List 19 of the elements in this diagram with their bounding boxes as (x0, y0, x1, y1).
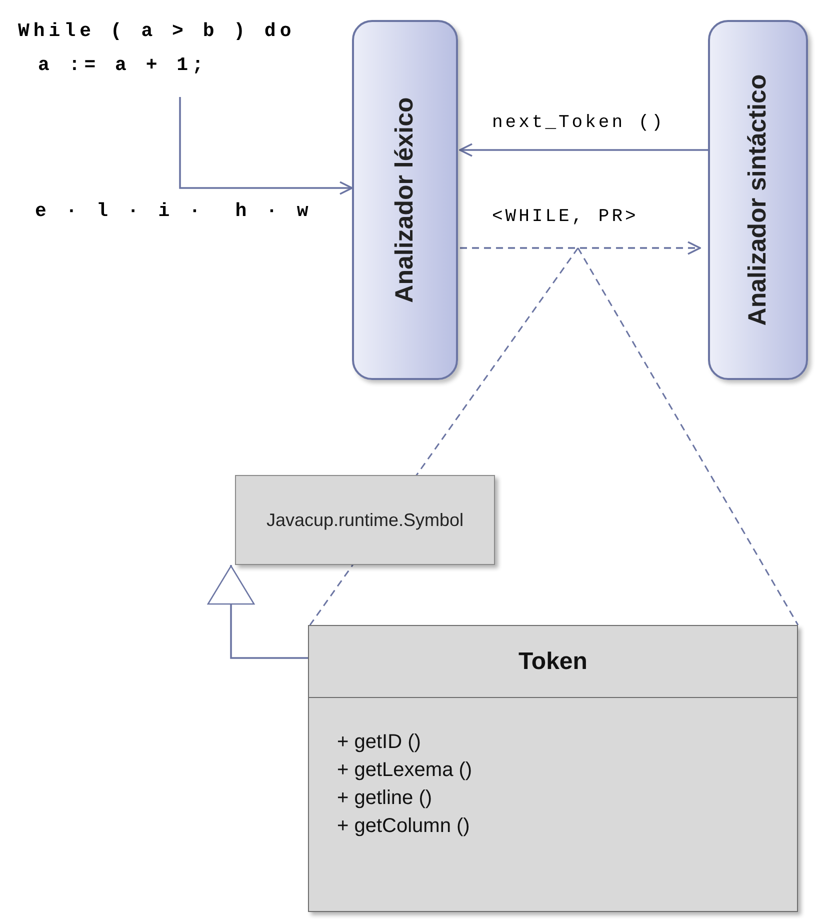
vertical-process-box (352, 20, 458, 380)
class-name: Token (518, 646, 588, 676)
class-box (235, 475, 495, 565)
method-text: + getColumn () (337, 814, 470, 839)
arrow (459, 143, 708, 157)
vertical-process-box (708, 20, 808, 380)
method-text: + getID () (337, 730, 421, 755)
code-line: a := a + 1; (38, 53, 208, 78)
box-title: Analizador sintáctico (742, 74, 772, 326)
arrow (179, 97, 353, 195)
code-line: While ( a > b ) do (18, 19, 296, 44)
arrow (460, 241, 701, 255)
class-box (308, 625, 798, 912)
class-name: Javacup.runtime.Symbol (266, 508, 464, 532)
character-stream: e · l · i · h · w (35, 202, 312, 221)
method-text: + getline () (337, 786, 432, 811)
arrow (207, 565, 308, 659)
box-title: Analizador léxico (389, 97, 420, 303)
method-text: + getLexema () (337, 758, 472, 783)
